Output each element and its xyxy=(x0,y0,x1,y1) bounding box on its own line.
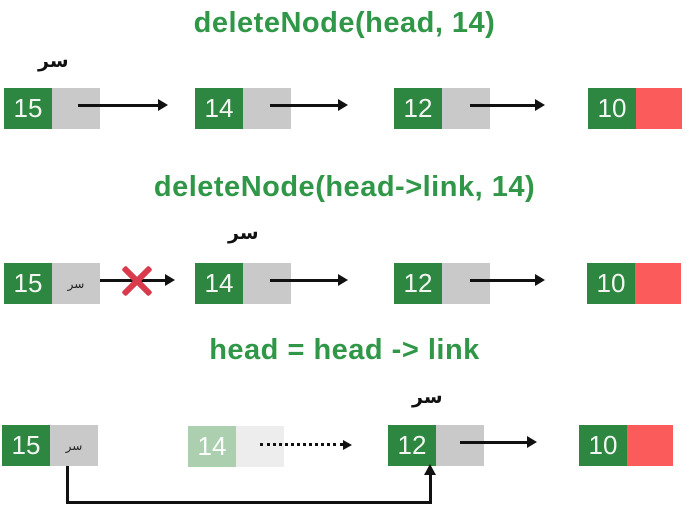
node-14-deleted: 14 xyxy=(188,426,284,467)
link-arrow xyxy=(270,99,348,111)
node-value-cell: 15 xyxy=(4,88,52,129)
node-link-cell xyxy=(243,88,291,129)
head-pointer-label: سر xyxy=(228,222,259,244)
relink-arrow-segment xyxy=(429,474,432,504)
node-null-cell xyxy=(636,88,682,129)
relink-arrow-segment xyxy=(66,466,69,504)
node-null-cell xyxy=(627,425,673,466)
step2-title: deleteNode(head->link, 14) xyxy=(153,171,536,203)
node-link-cell xyxy=(52,88,100,129)
head-pointer-label: سر xyxy=(38,50,69,72)
head-pointer-label: سر xyxy=(412,386,443,408)
node-null-cell xyxy=(635,263,681,304)
step1-title: deleteNode(head, 14) xyxy=(193,7,496,39)
node-link-cell xyxy=(236,426,284,467)
link-arrow xyxy=(270,274,348,286)
node-value-cell: 12 xyxy=(388,425,436,466)
node-14: 14 xyxy=(195,88,291,129)
node-15: 15 xyxy=(4,88,100,129)
link-arrow xyxy=(470,274,545,286)
node-link-cell xyxy=(436,425,484,466)
node-link-cell: سر xyxy=(52,263,100,304)
broken-link-cross-icon xyxy=(120,264,154,298)
node-value-cell: 15 xyxy=(2,425,50,466)
link-arrow xyxy=(460,436,537,448)
node-link-cell xyxy=(442,88,490,129)
relink-arrow-segment xyxy=(66,501,432,504)
node-12: 12 xyxy=(394,263,490,304)
node-10: 10 xyxy=(588,88,682,129)
link-arrow xyxy=(470,99,545,111)
node-10: 10 xyxy=(587,263,681,304)
node-value-cell: 10 xyxy=(587,263,635,304)
node-value-cell: 14 xyxy=(188,426,236,467)
node-value-cell: 15 xyxy=(4,263,52,304)
node-14: 14 xyxy=(195,263,291,304)
node-15: 15 سر xyxy=(2,425,98,466)
node-15: 15 سر xyxy=(4,263,100,304)
node-value-cell: 12 xyxy=(394,88,442,129)
link-arrow xyxy=(78,99,168,111)
node-link-cell: سر xyxy=(50,425,98,466)
node-link-cell xyxy=(442,263,490,304)
node-link-cell xyxy=(243,263,291,304)
node-value-cell: 14 xyxy=(195,263,243,304)
step3-title: head = head -> link xyxy=(209,334,480,366)
node-value-cell: 10 xyxy=(579,425,627,466)
node-value-cell: 10 xyxy=(588,88,636,129)
node-10: 10 xyxy=(579,425,673,466)
node-12: 12 xyxy=(388,425,484,466)
node-value-cell: 14 xyxy=(195,88,243,129)
relink-arrowhead xyxy=(424,464,436,475)
node-12: 12 xyxy=(394,88,490,129)
dangling-link-arrow xyxy=(260,440,352,450)
node-value-cell: 12 xyxy=(394,263,442,304)
